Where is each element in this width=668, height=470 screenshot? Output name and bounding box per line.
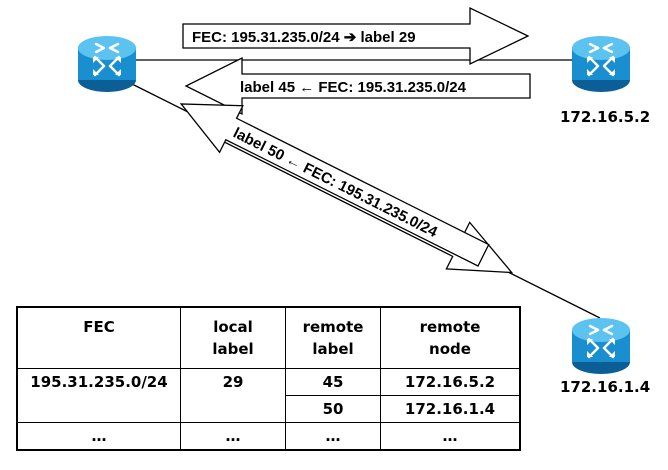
cell-remote-node: 172.16.1.4	[380, 395, 521, 423]
cell-remote-label-ellipsis: …	[285, 422, 381, 451]
arrow-label: label 50 ← FEC: 195.31.235.0/24	[230, 125, 440, 242]
cell-fec-ellipsis: …	[16, 422, 181, 451]
router-icon	[570, 34, 632, 94]
cell-remote-label: 45	[285, 368, 381, 396]
node-label-172-16-1-4: 172.16.1.4	[560, 378, 651, 396]
node-label-172-16-5-2: 172.16.5.2	[560, 108, 651, 126]
cell-remote-node-ellipsis: …	[380, 422, 521, 451]
router-icon	[76, 34, 138, 94]
arrow-label: label 45 ← FEC: 195.31.235.0/24	[240, 79, 467, 96]
cell-local-label: 29	[180, 368, 286, 423]
table-row: 50 172.16.1.4	[17, 395, 521, 423]
cell-local-ellipsis: …	[180, 422, 286, 451]
arrow-fec-to-label-29-top: FEC: 195.31.235.0/24 ➔ label 29	[182, 6, 530, 66]
arrow-label-50-to-fec-diag: label 50 ← FEC: 195.31.235.0/24	[179, 103, 490, 267]
arrow-label-45-to-fec: label 45 ← FEC: 195.31.235.0/24	[184, 56, 531, 116]
header-fec: FEC	[16, 306, 181, 369]
arrow-label: FEC: 195.31.235.0/24 ➔ label 29	[192, 29, 416, 46]
cell-fec: 195.31.235.0/24	[16, 368, 181, 423]
table-row: … … … …	[16, 422, 521, 451]
cell-remote-label: 50	[285, 395, 381, 423]
cell-remote-node: 172.16.5.2	[380, 368, 521, 396]
router-icon	[570, 316, 632, 376]
table-row: 195.31.235.0/24 29 45 172.16.5.2	[16, 368, 521, 423]
